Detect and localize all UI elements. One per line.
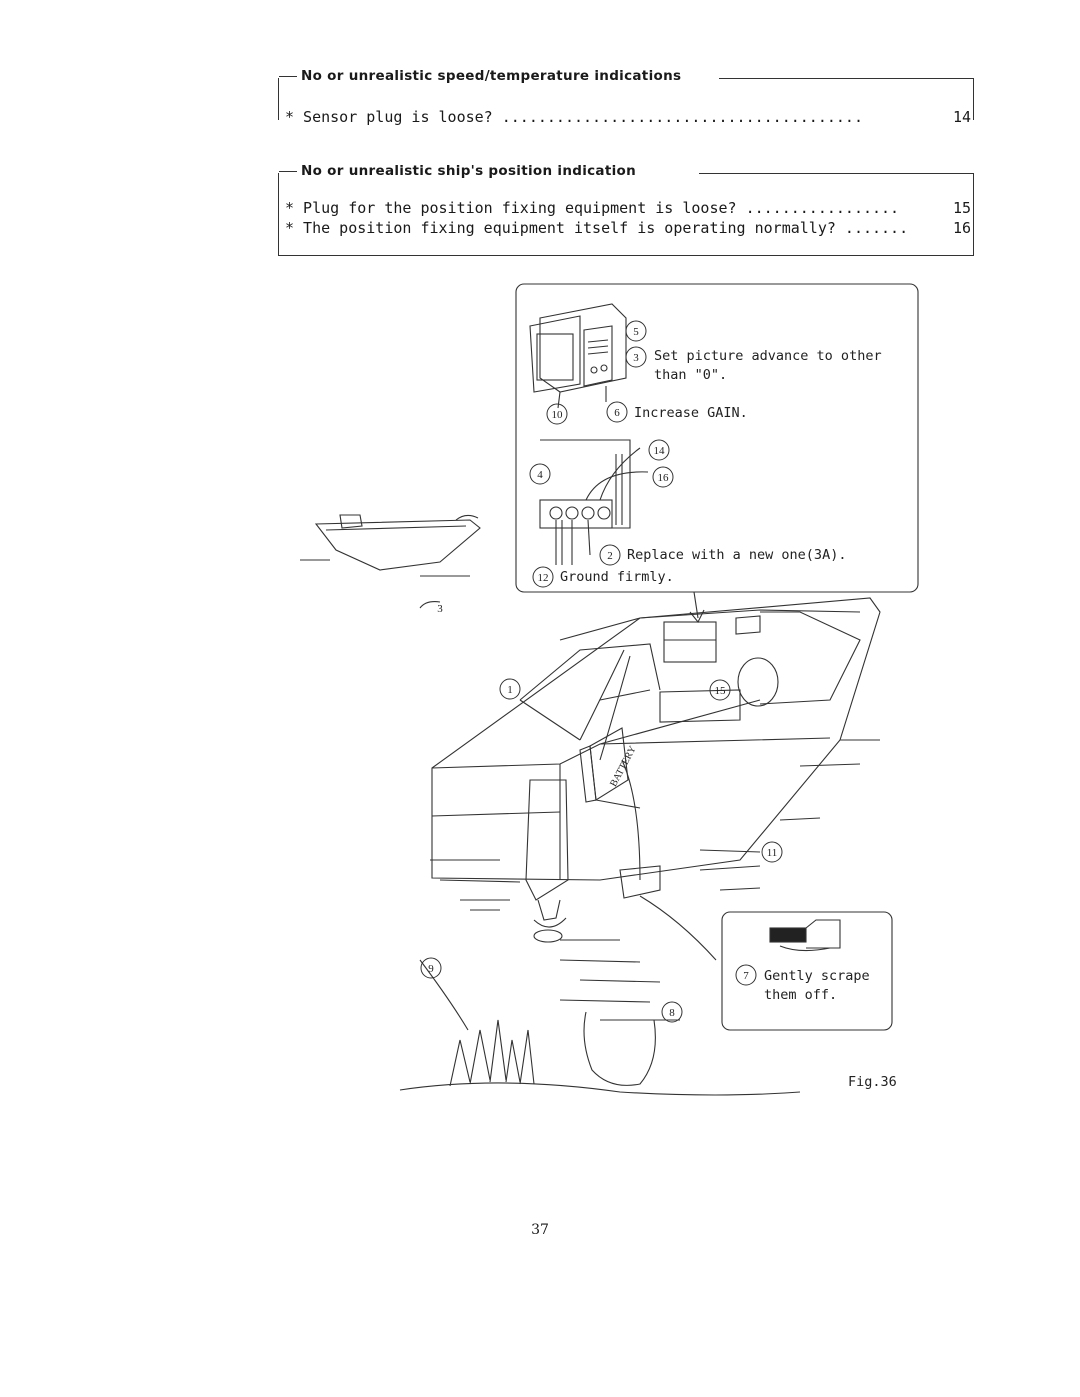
number-5: 5 [633, 326, 639, 338]
inset-box-display [515, 283, 919, 593]
section-title-speed: No or unrealistic speed/temperature indi… [279, 68, 688, 84]
item-page: 16 [952, 219, 971, 237]
number-8: 8 [669, 1007, 675, 1019]
item-page: 15 [952, 199, 971, 217]
battery-label: BATTERY [608, 744, 639, 788]
callout-replace-fuse: Replace with a new one(3A). [627, 547, 846, 563]
figure-caption: Fig.36 [848, 1074, 897, 1090]
number-7: 7 [743, 970, 749, 982]
callout-increase-gain: Increase GAIN. [634, 405, 748, 421]
display-unit-drawing [529, 303, 627, 409]
item-text: * Plug for the position fixing equipment… [285, 199, 900, 217]
troubleshoot-box-position: No or unrealistic ship's position indica… [278, 163, 974, 256]
number-15: 15 [715, 685, 727, 697]
page-number: 37 [531, 1222, 549, 1238]
callout-ground: Ground firmly. [560, 569, 674, 585]
number-3: 3 [633, 352, 639, 364]
number-16: 16 [658, 472, 670, 484]
item-page: 14 [952, 108, 971, 126]
callout-set-picture-line2: than "0". [654, 367, 727, 383]
number-3-small-boat: 3 [437, 603, 443, 615]
main-boat-drawing [399, 597, 881, 1096]
small-boat-drawing [300, 514, 481, 609]
inset-box-transducer [721, 911, 893, 1031]
item-text: * Sensor plug is loose? ................… [285, 108, 863, 126]
box-top-border [699, 173, 974, 174]
box-top-border [719, 78, 974, 79]
connector-panel-drawing [539, 439, 649, 565]
callout-number-circles [420, 320, 783, 1023]
transducer-scrape-drawing [769, 919, 841, 952]
number-1: 1 [507, 684, 513, 696]
number-11: 11 [767, 847, 778, 859]
number-6: 6 [614, 407, 620, 419]
number-12: 12 [538, 572, 549, 584]
callout-scrape-line2: them off. [764, 987, 837, 1003]
item-text: * The position fixing equipment itself i… [285, 219, 909, 237]
troubleshoot-box-speed: No or unrealistic speed/temperature indi… [278, 68, 974, 126]
number-2: 2 [607, 550, 613, 562]
number-9: 9 [428, 963, 434, 975]
callout-scrape-line1: Gently scrape [764, 968, 870, 984]
section-title-position: No or unrealistic ship's position indica… [279, 163, 643, 179]
number-4: 4 [537, 469, 543, 481]
number-14: 14 [654, 445, 666, 457]
callout-set-picture-line1: Set picture advance to other [654, 348, 882, 364]
number-10: 10 [552, 409, 564, 421]
